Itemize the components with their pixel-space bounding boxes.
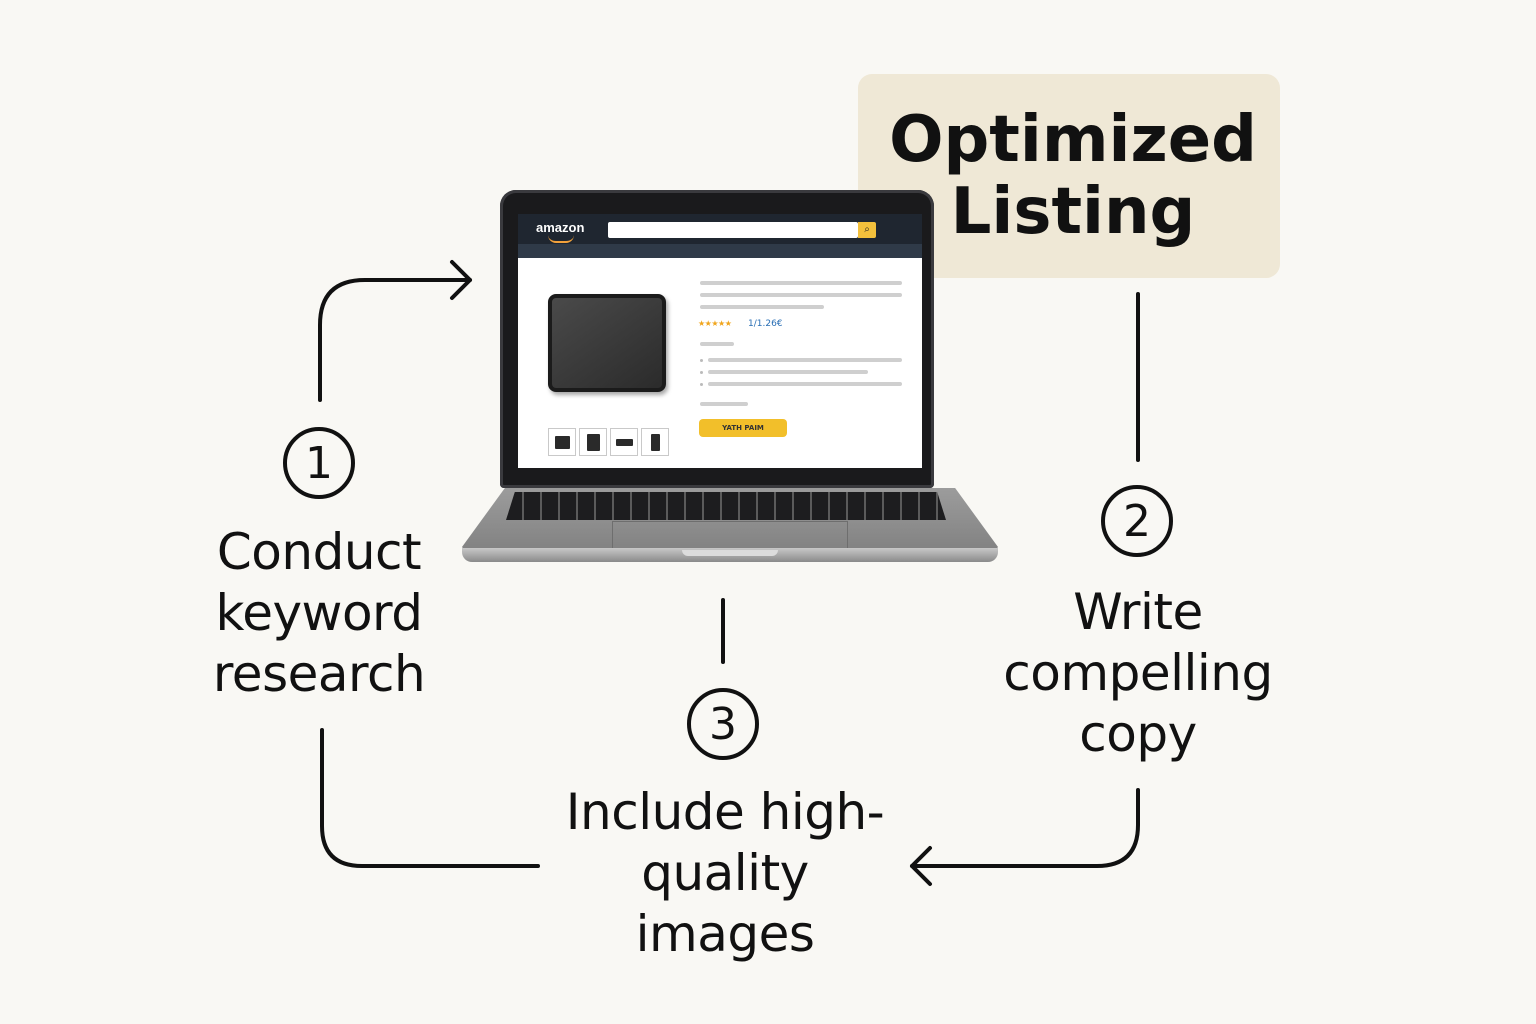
step-2-number: 2 (1101, 485, 1173, 557)
laptop-keyboard (506, 492, 946, 520)
bullet-dot (700, 371, 703, 374)
step-2-label: Write compelling copy (1003, 583, 1273, 763)
product-thumbnail (610, 428, 638, 456)
arrowhead-to-step3 (910, 846, 932, 886)
line-step3-to-step1 (320, 728, 540, 868)
laptop-notch (682, 550, 778, 556)
diagram-title: Optimized Listing (889, 103, 1257, 249)
product-thumbnail (579, 428, 607, 456)
product-thumbnail (641, 428, 669, 456)
store-logo-smile (548, 235, 574, 243)
product-title-line (700, 293, 902, 297)
laptop-screen: amazon ⌕ ★★★★★ 1/1.26€ YATH PAIM (518, 214, 922, 468)
price-line (700, 342, 734, 346)
rating-stars: ★★★★★ (698, 319, 732, 328)
step-3-number: 3 (687, 688, 759, 760)
bullet-line (708, 382, 902, 386)
store-subheader (518, 244, 922, 258)
arrow-step1-to-laptop (318, 278, 472, 402)
bullet-dot (700, 383, 703, 386)
add-to-cart-button: YATH PAIM (699, 419, 787, 437)
arrowhead-to-laptop (450, 260, 472, 300)
bullet-line (708, 358, 902, 362)
store-search-input (608, 222, 858, 238)
store-logo: amazon (536, 220, 585, 235)
product-image (548, 294, 666, 392)
laptop-trackpad (612, 521, 848, 551)
product-thumbnail (548, 428, 576, 456)
product-title-line (700, 305, 824, 309)
step-1-label: Conduct keyword research (212, 523, 426, 703)
rating-count: 1/1.26€ (748, 319, 783, 329)
detail-line (700, 402, 748, 406)
bullet-dot (700, 359, 703, 362)
product-title-line (700, 281, 902, 285)
step-1-number: 1 (283, 427, 355, 499)
step-3-label: Include high-quality images (565, 783, 885, 963)
bullet-line (708, 370, 868, 374)
search-icon: ⌕ (858, 222, 876, 238)
arrow-step2-to-step3 (910, 788, 1140, 868)
